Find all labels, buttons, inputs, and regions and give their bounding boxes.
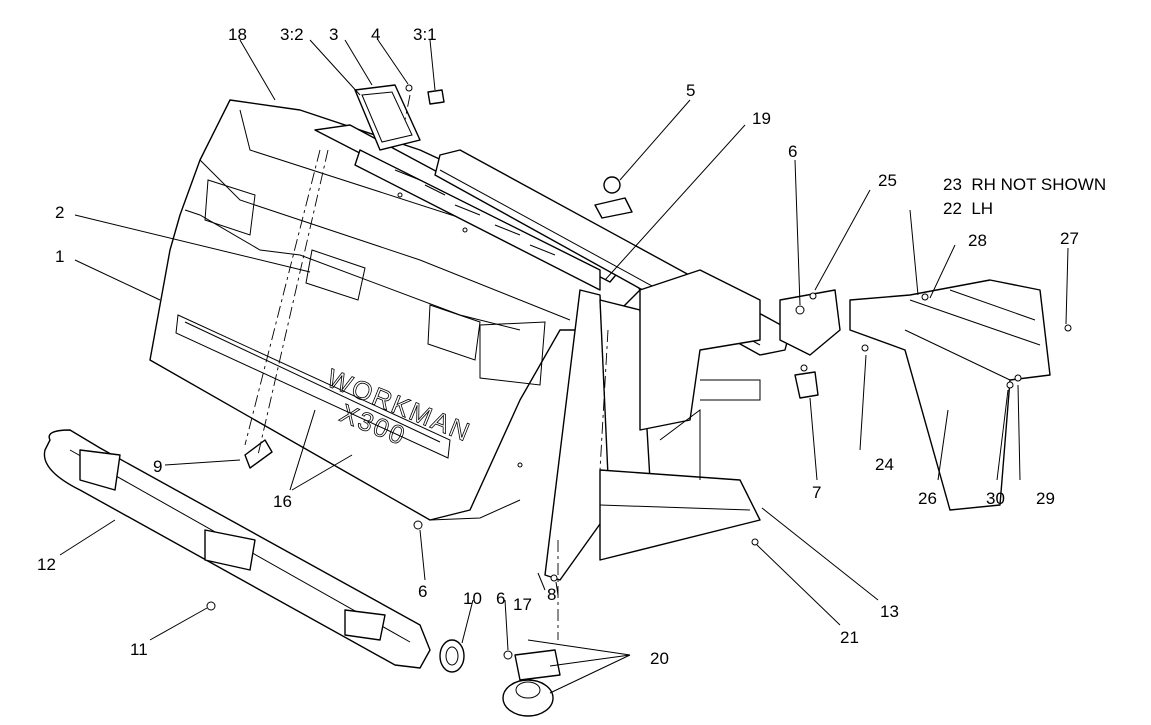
side-frame xyxy=(544,269,761,581)
callout-7: 7 xyxy=(812,483,821,502)
callout-11: 11 xyxy=(130,640,148,659)
decal-9 xyxy=(244,439,273,469)
callout-5: 5 xyxy=(686,81,695,100)
callout-19: 19 xyxy=(752,109,771,128)
callout-29: 29 xyxy=(1036,489,1055,508)
callout-13: 13 xyxy=(880,602,899,621)
callout-6-top: 6 xyxy=(788,142,797,161)
callout-20: 20 xyxy=(650,649,669,668)
callout-25: 25 xyxy=(878,171,897,190)
callout-24: 24 xyxy=(875,455,894,474)
callout-12: 12 xyxy=(37,555,56,574)
fastener-10 xyxy=(439,639,465,673)
callout-4: 4 xyxy=(371,25,380,44)
bumper-stop-7 xyxy=(794,364,819,399)
callout-6-bottom: 6 xyxy=(496,589,505,608)
callout-17: 17 xyxy=(513,595,532,614)
callout-3: 3 xyxy=(329,25,338,44)
note-rh-not-shown: 23 RH NOT SHOWN xyxy=(943,175,1106,194)
callout-21: 21 xyxy=(840,628,859,647)
callout-27: 27 xyxy=(1060,229,1079,248)
callout-1: 1 xyxy=(55,247,64,266)
callout-3-1: 3:1 xyxy=(413,25,437,44)
bumper xyxy=(43,429,431,669)
callout-3-2: 3:2 xyxy=(280,25,304,44)
callout-28: 28 xyxy=(968,231,987,250)
callout-30: 30 xyxy=(986,489,1005,508)
small-fasteners xyxy=(206,293,1072,660)
callout-26: 26 xyxy=(918,489,937,508)
callout-10: 10 xyxy=(463,589,482,608)
note-lh: 22 LH xyxy=(943,199,993,218)
callout-8: 8 xyxy=(547,585,556,604)
callout-16: 16 xyxy=(273,492,292,511)
leader-lines xyxy=(59,39,1069,694)
callout-9: 9 xyxy=(153,457,162,476)
callout-18: 18 xyxy=(228,25,247,44)
headlight-assembly xyxy=(354,84,445,151)
bracket-25 xyxy=(779,289,841,356)
horn-20 xyxy=(502,649,561,717)
callout-6-center: 6 xyxy=(418,582,427,601)
notes: 23 RH NOT SHOWN 22 LH xyxy=(943,175,1106,218)
callout-2: 2 xyxy=(55,203,64,222)
callout-labels: 1 2 3 3:1 3:2 4 5 6 6 6 6 7 8 9 10 11 12… xyxy=(37,25,1079,668)
knob-5 xyxy=(594,176,633,219)
alignment-lines xyxy=(244,94,609,640)
